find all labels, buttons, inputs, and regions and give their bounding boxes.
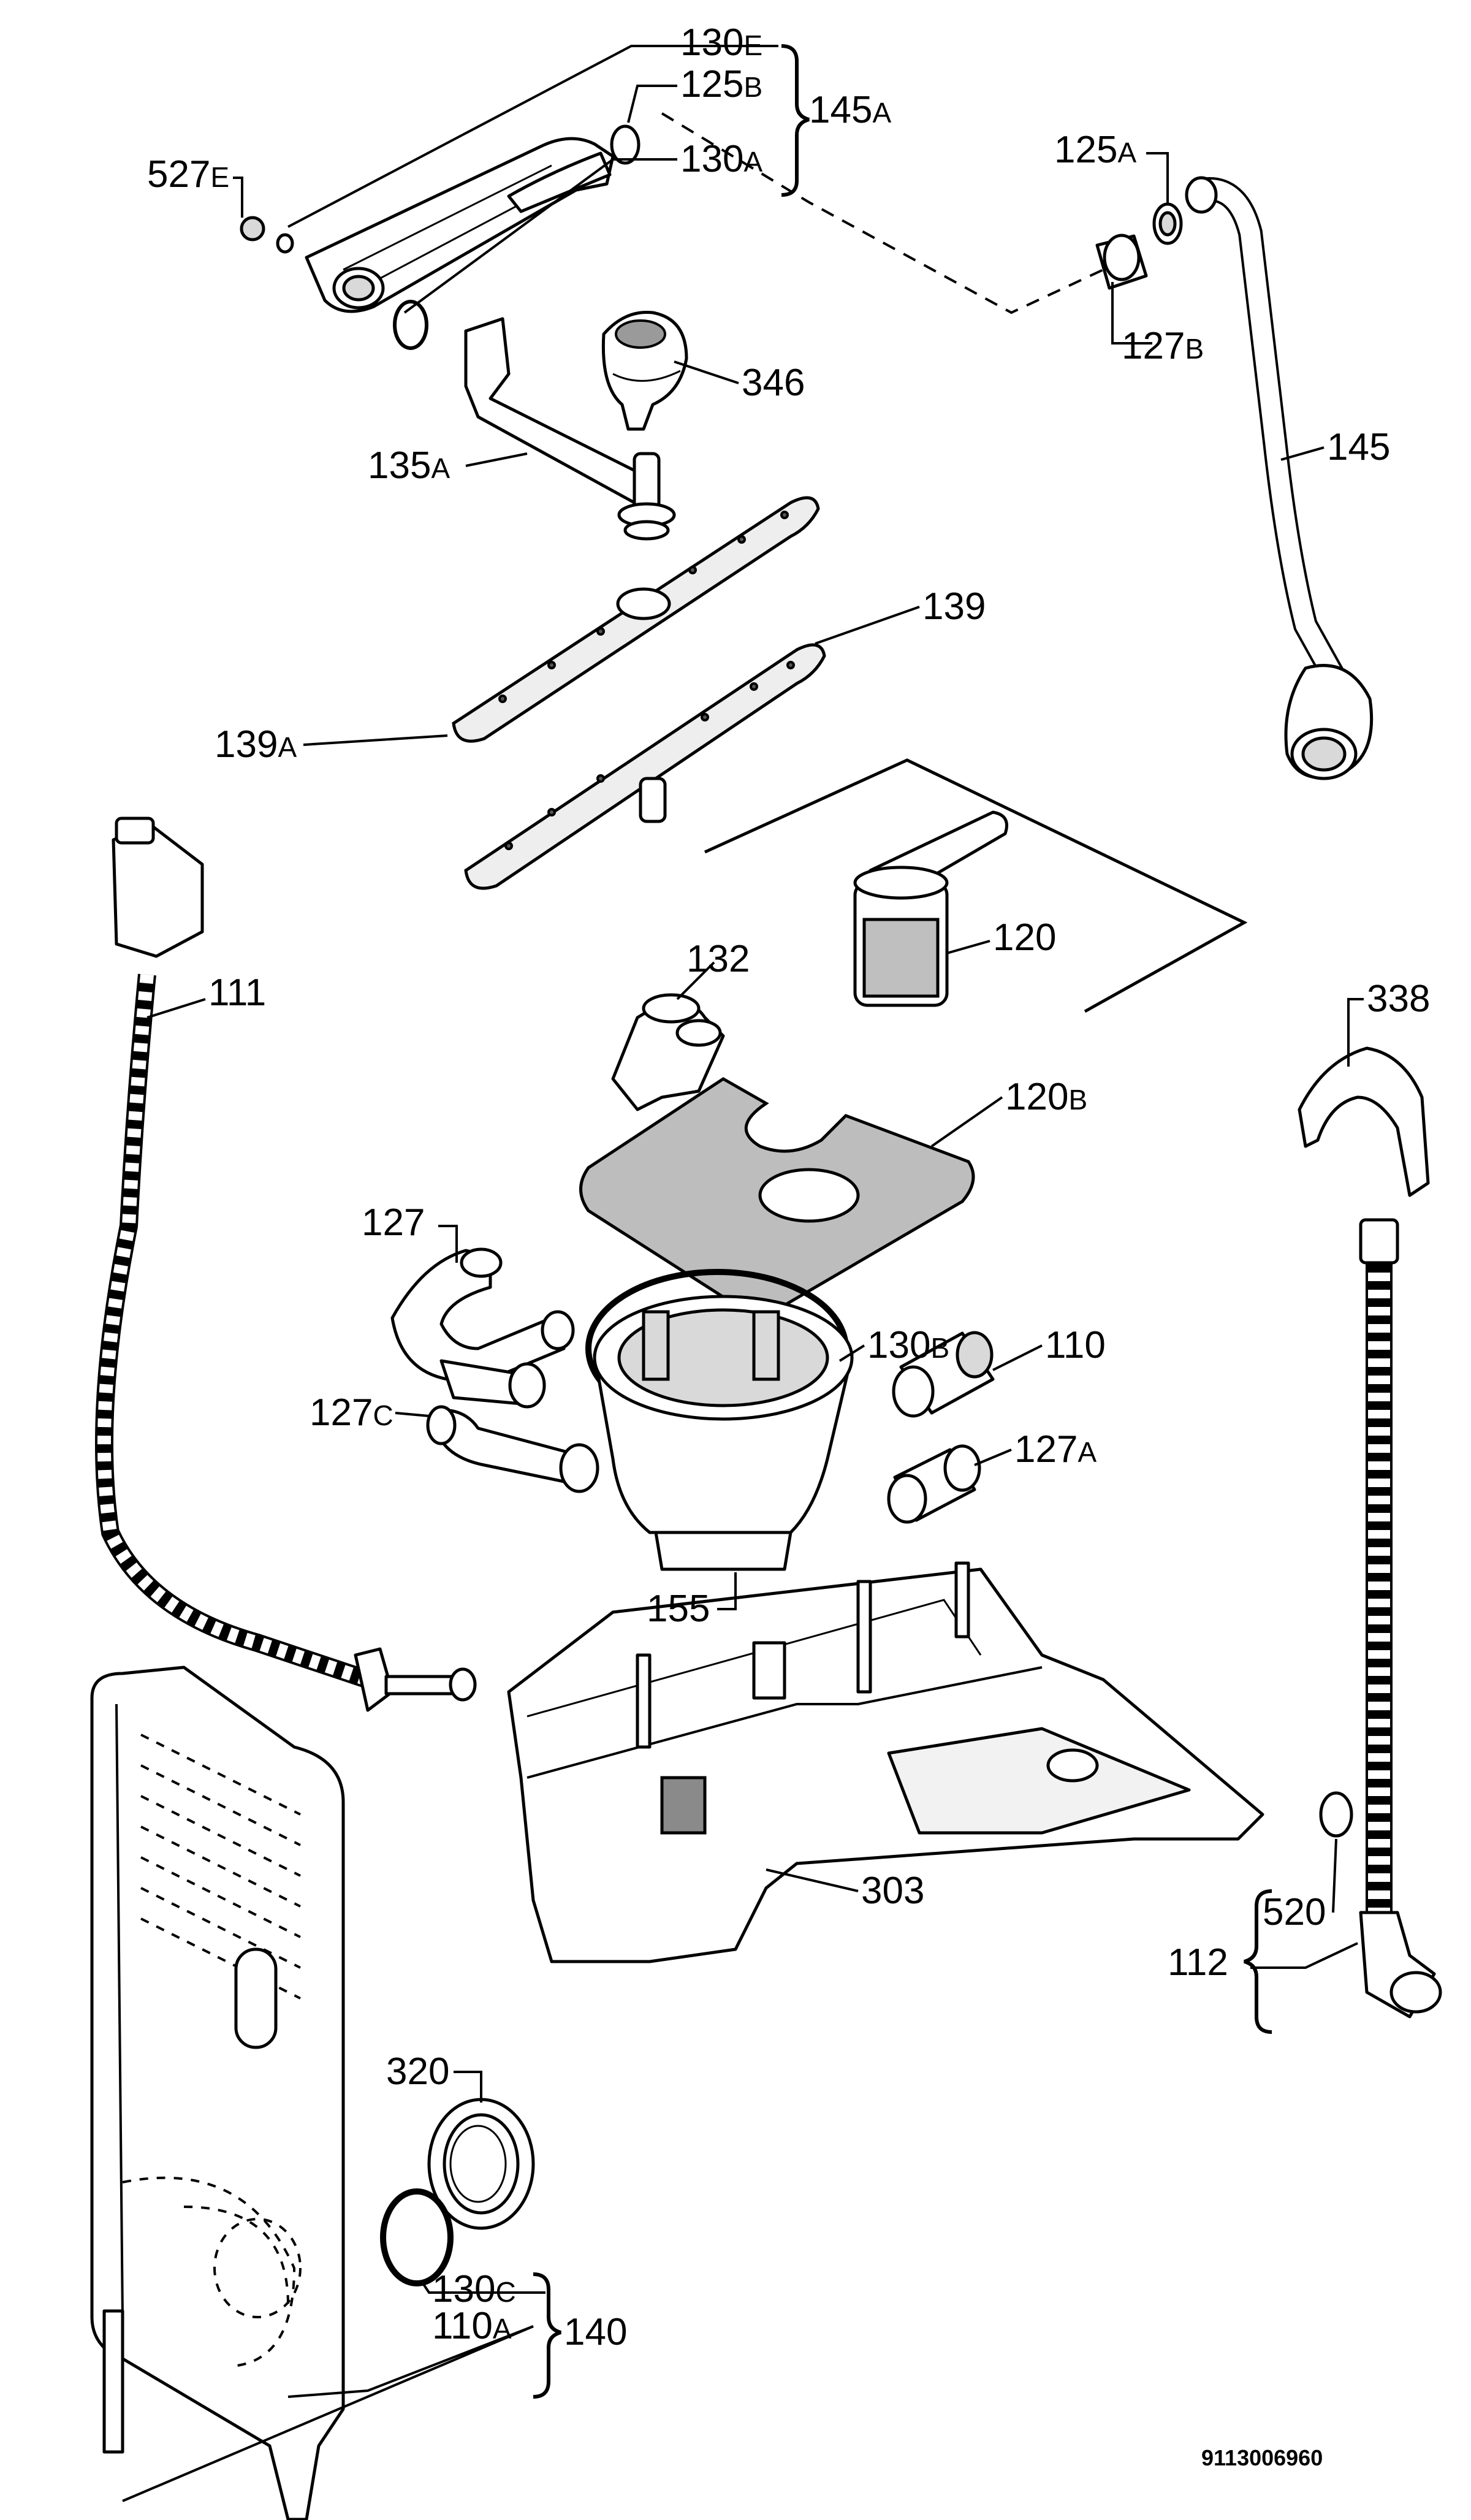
spray-arm-feed-135A [464, 317, 676, 541]
label-140: 140 [564, 2311, 627, 2353]
label-130E: 130E [680, 21, 762, 64]
label-145: 145 [1327, 426, 1390, 468]
catalog-number: 9113006960 [1201, 2445, 1323, 2470]
clip-520 [1319, 1791, 1353, 1838]
fine-filter-outline [704, 758, 1248, 1013]
label-135A: 135A [368, 444, 450, 487]
hose-bracket-338 [1298, 1046, 1430, 1197]
seal-ring-130A [393, 300, 428, 350]
connector-110 [892, 1331, 995, 1418]
alignment-dashed-line [661, 112, 1104, 314]
seal-ring-130C [380, 2188, 454, 2286]
label-120B: 120B [1005, 1076, 1087, 1118]
filter-120 [853, 810, 1008, 1007]
spray-arm-139A [452, 496, 820, 743]
small-oring-527E [240, 216, 294, 254]
label-130B: 130B [867, 1324, 949, 1366]
spray-nozzle-346 [601, 310, 688, 431]
inlet-part-132 [611, 993, 725, 1111]
label-130C: 130C [432, 2268, 516, 2310]
label-127C: 127C [310, 1391, 393, 1434]
label-527E: 527E [147, 153, 229, 196]
label-132: 132 [686, 938, 750, 980]
seal-ring-130E [610, 124, 640, 165]
spray-arm-139 [464, 643, 826, 890]
label-125B: 125B [680, 63, 762, 105]
side-panel-140 [90, 1665, 345, 2520]
label-338: 338 [1367, 978, 1430, 1020]
brace-112 [1244, 1889, 1272, 2034]
label-111: 111 [208, 972, 266, 1014]
label-110A: 110A [432, 2305, 512, 2347]
brace-140 [533, 2272, 561, 2399]
label-127B: 127B [1122, 325, 1204, 367]
hose-127C [426, 1405, 599, 1493]
upper-spray-arm-tube [305, 137, 615, 313]
label-320: 320 [386, 2050, 449, 2093]
label-112: 112 [1168, 1941, 1228, 1984]
seal-125A [1152, 202, 1183, 245]
label-139A: 139A [215, 723, 297, 766]
filter-plate-120B [579, 1077, 975, 1315]
seal-320 [427, 2098, 535, 2230]
label-120: 120 [993, 916, 1056, 959]
label-110: 110 [1045, 1324, 1106, 1366]
connector-127B [1095, 234, 1148, 290]
brace-145A [781, 44, 810, 197]
label-145A: 145A [809, 89, 891, 131]
leader-lines [122, 45, 1364, 2502]
callout-labels: 130E 125B 145A 130A 527E 125A 127B 346 1… [147, 21, 1430, 2353]
label-127: 127 [362, 1201, 425, 1244]
sump-155 [593, 1295, 854, 1571]
label-130A: 130A [680, 138, 762, 180]
connector-127A [887, 1444, 981, 1524]
base-303 [507, 1561, 1264, 1963]
label-346: 346 [742, 362, 805, 404]
inlet-hose-111 [95, 817, 477, 1712]
circulation-pipe-145 [1185, 176, 1374, 780]
label-127A: 127A [1014, 1428, 1097, 1471]
drain-hose-112 [1359, 1218, 1442, 2019]
label-125A: 125A [1054, 129, 1136, 171]
label-303: 303 [861, 1870, 924, 1912]
label-139: 139 [922, 585, 986, 628]
label-520: 520 [1263, 1891, 1326, 1933]
label-155: 155 [647, 1588, 710, 1630]
hose-127 [390, 1247, 575, 1409]
